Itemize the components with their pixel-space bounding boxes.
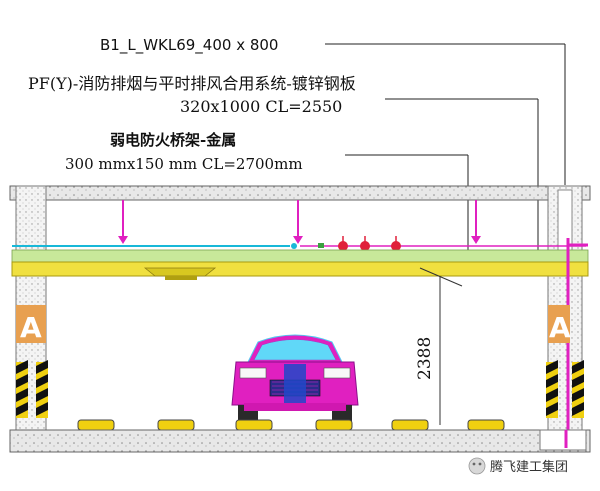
sprinkler-head [391,241,401,251]
column-sign-right [548,305,570,343]
hazard-stripes-right [546,360,584,418]
curb [157,419,195,431]
curb [235,419,273,431]
tray-name-label: 弱电防火桥架-金属 [110,131,236,149]
dimension-leader [419,267,463,287]
sprinkler-head [360,241,370,251]
hanger-tip [471,236,481,244]
small-fitting [318,243,324,248]
curb [77,419,115,431]
curb [315,419,353,431]
floor-slab [9,429,591,453]
watermark-text: 腾飞建工集团 [490,459,568,475]
floor-drain-pit [539,429,587,451]
beam-label: B1_L_WKL69_400 x 800 [100,36,278,55]
column-mark-left: A [20,311,42,344]
smoke-duct [11,261,589,277]
ceiling-band [11,249,589,263]
tray-size-label: 300 mmx150 mm CL=2700mm [65,155,303,173]
column-mark-right: A [549,311,571,344]
column-right-core [557,189,573,261]
watermark: 腾飞建工集团 [468,457,568,475]
duct-name-label: PF(Y)-消防排烟与平时排风合用系统-镀锌钢板 [28,74,356,93]
curb [467,419,505,431]
hazard-stripes-left [16,360,48,418]
wechat-icon [468,457,486,475]
column-sign-left [16,305,46,343]
roof-slab [9,185,591,201]
duct-fan-base [165,276,197,280]
hanger-tip [293,236,303,244]
curb [391,419,429,431]
pipe-joint [291,243,297,249]
clear-height-label: 2388 [415,337,435,380]
car-model [231,334,359,421]
hanger-tip [118,236,128,244]
duct-size-label: 320x1000 CL=2550 [180,97,342,116]
duct-fan [143,267,217,277]
sprinkler-head [338,241,348,251]
